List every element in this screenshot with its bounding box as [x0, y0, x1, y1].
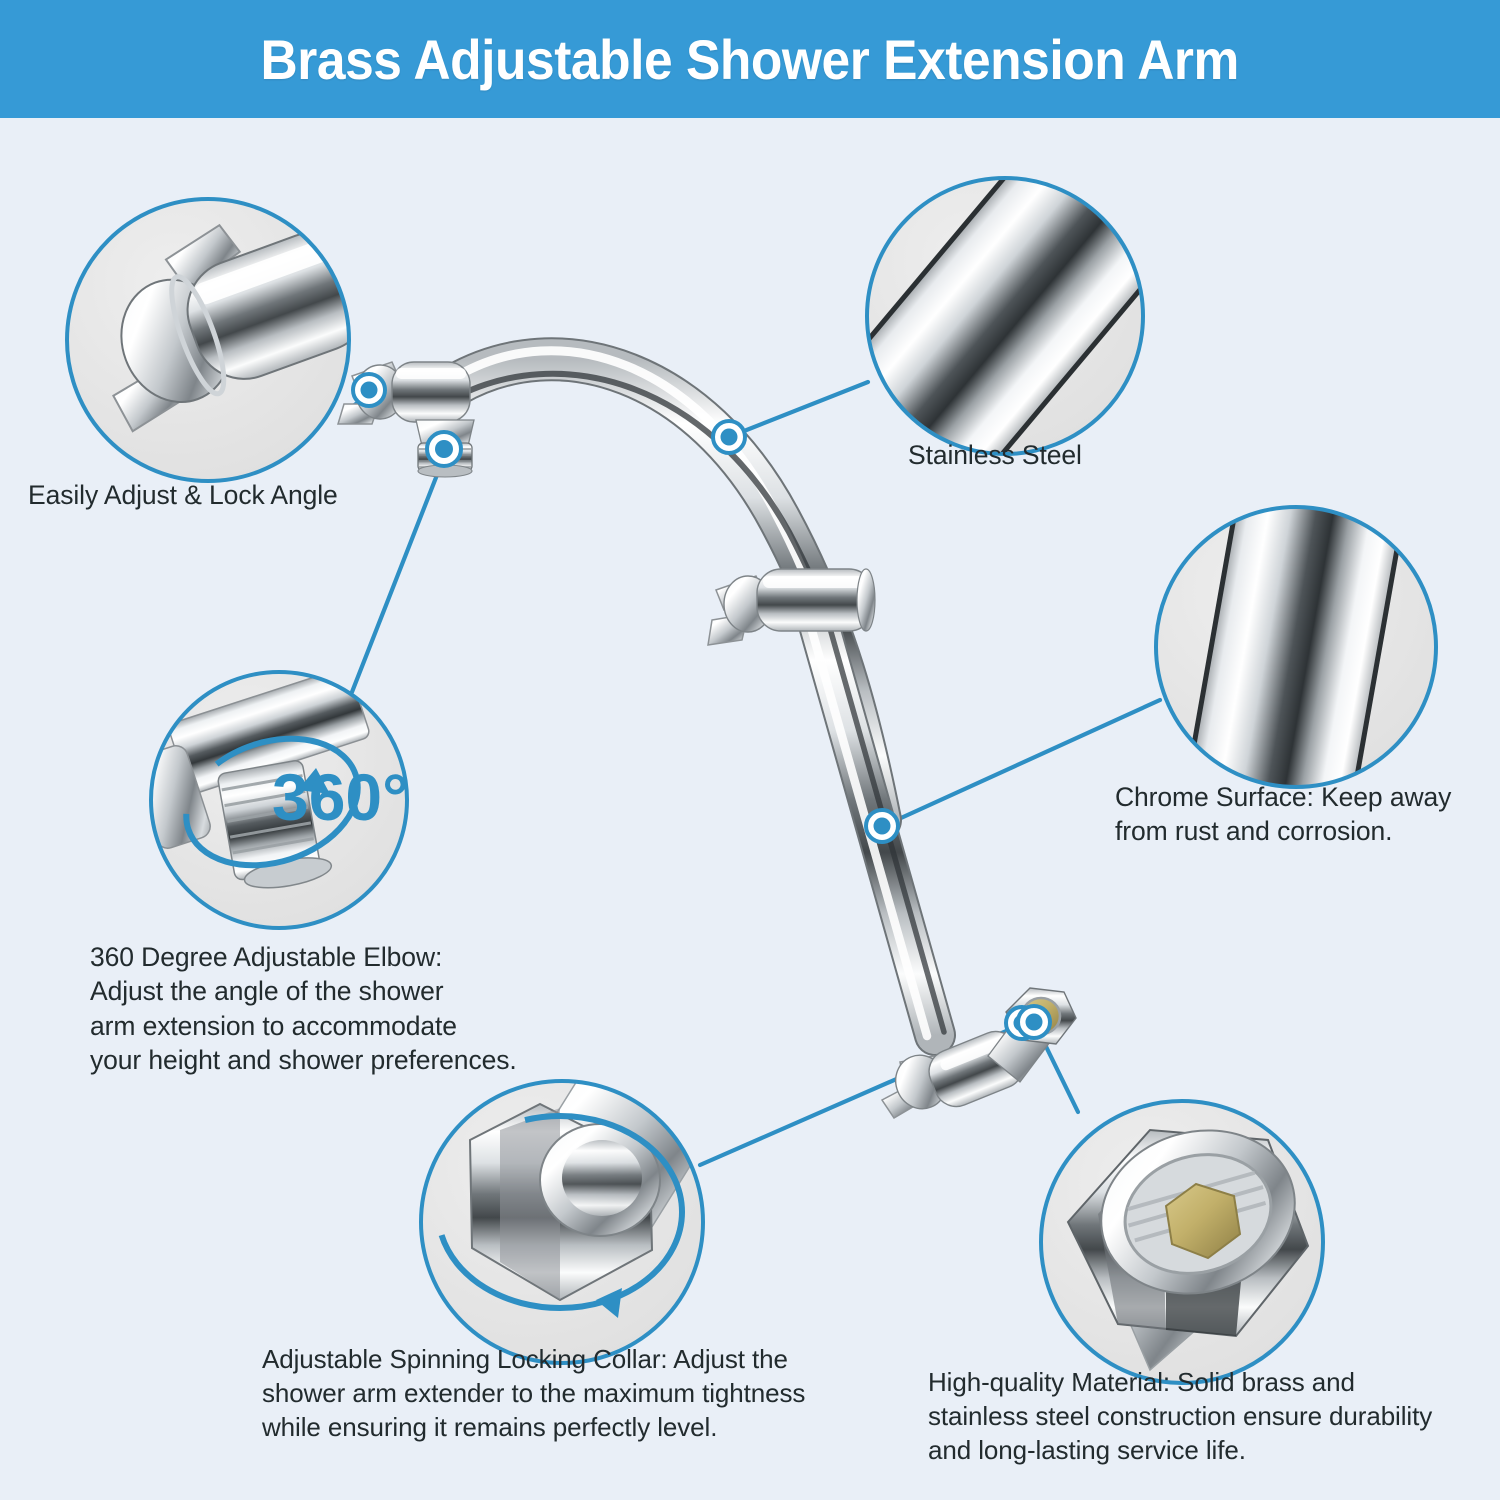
rotation-arrow-head [298, 768, 330, 794]
top-joint-highlight [396, 368, 466, 379]
connector-elbow [349, 449, 449, 695]
badge-360-degrees: 360° [272, 760, 409, 834]
marker-chrome-surface [864, 808, 900, 844]
collar-rotation-arrow-path [435, 1113, 685, 1311]
caption-chrome-surface: Chrome Surface: Keep away from rust and … [1115, 782, 1452, 847]
callout-circle-locking-collar [419, 1079, 705, 1365]
caption-stainless-steel: Stainless Steel [908, 440, 1082, 470]
mid-joint-highlight [763, 576, 867, 588]
callout-circle-stainless-steel [865, 176, 1145, 456]
connector-stainless-steel [736, 379, 871, 436]
callout-circle-adjustable-elbow: 360° [149, 670, 409, 930]
marker-stainless-steel [711, 419, 747, 455]
callout-markers [351, 372, 1052, 1041]
marker-elbow [425, 430, 463, 468]
callout-circle-chrome-surface [1154, 505, 1438, 789]
mid-joint-end-cap [856, 568, 876, 632]
mid-hinge-joint-with-wing-lock [707, 568, 876, 646]
collar-rotation-arrow-head [596, 1288, 622, 1318]
callout-circle-high-quality-material [1039, 1099, 1325, 1385]
connector-chrome-surface [887, 697, 1163, 826]
marker-lock-angle [351, 372, 387, 408]
caption-adjustable-elbow: 360 Degree Adjustable Elbow: Adjust the … [90, 942, 517, 1076]
caption-high-quality-material: High-quality Material: Solid brass and s… [928, 1367, 1433, 1465]
page-title: Brass Adjustable Shower Extension Arm [260, 27, 1240, 91]
brass-interior [1164, 1182, 1242, 1260]
rotation-arrow-path [183, 735, 361, 869]
caption-lock-angle: Easily Adjust & Lock Angle [28, 480, 338, 510]
callout-circle-lock-angle [65, 197, 351, 483]
caption-locking-collar: Adjustable Spinning Locking Collar: Adju… [262, 1344, 806, 1442]
marker-material [1016, 1004, 1052, 1040]
header-banner: Brass Adjustable Shower Extension Arm [0, 0, 1500, 118]
bottom-joint-highlight [940, 1034, 1012, 1071]
